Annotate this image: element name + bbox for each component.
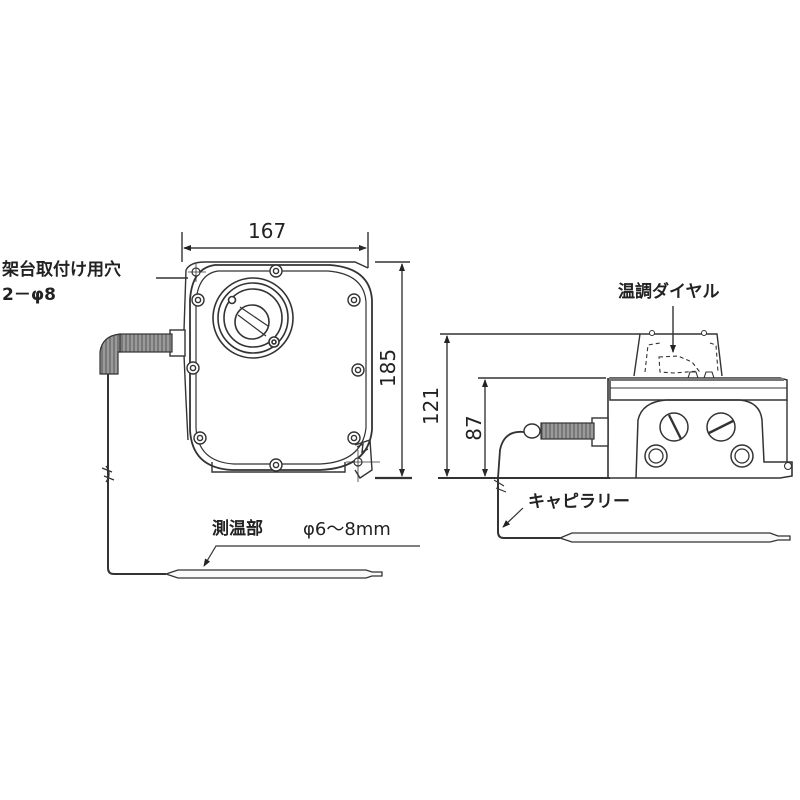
mount-hole-label: 架台取付け用穴 — [2, 260, 121, 280]
mount-hole-spec: 2－φ8 — [2, 285, 56, 305]
capillary-label: キャピラリー — [528, 492, 630, 512]
width-dimension-167: 167 — [248, 219, 287, 243]
dial-label: 温調ダイヤル — [618, 282, 720, 302]
cable-elbow — [99, 333, 121, 375]
total-height-dimension-121: 121 — [419, 386, 443, 426]
sensor-diameter-label: φ6～8mm — [303, 519, 391, 540]
cable-sleeve — [119, 333, 173, 353]
body-height-dimension-87: 87 — [462, 415, 486, 441]
front-view — [99, 232, 420, 579]
height-dimension-185: 185 — [376, 348, 400, 388]
sensor-bulb — [163, 569, 383, 579]
mount-holes — [188, 264, 380, 482]
body-screws — [186, 264, 365, 472]
sensor-label: 測温部 — [212, 519, 263, 539]
dial-front — [212, 277, 294, 359]
side-view — [438, 306, 793, 543]
side-sensor-bulb — [558, 532, 791, 543]
